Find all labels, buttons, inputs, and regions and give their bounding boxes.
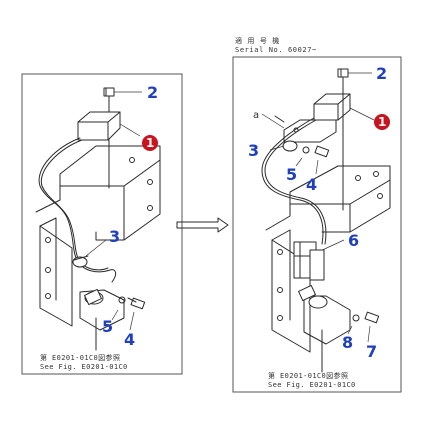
left-caption-en: See Fig. E0201-01C0 [40, 363, 128, 371]
left-bolt-4 [127, 297, 146, 331]
right-bolt-7 [364, 311, 380, 343]
left-panel: 2 1 3 5 4 第 E0201-01C0図参照 See Fig. E0201… [21, 73, 183, 375]
left-washer-5 [111, 296, 126, 321]
left-callout-3: 3 [109, 227, 120, 246]
left-callout-1: 1 [146, 136, 154, 150]
right-callout-1: 1 [378, 115, 386, 129]
left-bolt-2 [103, 87, 142, 113]
right-washer-8 [347, 314, 360, 335]
right-header-serial: Serial No. 60027~ [235, 46, 317, 54]
right-caption-jp: 第 E0201-01C0図参照 [268, 371, 348, 380]
right-bolt-4 [314, 145, 330, 175]
right-caption-en: See Fig. E0201-01C0 [268, 381, 356, 389]
right-callout-6: 6 [348, 231, 359, 250]
right-header-jp: 適 用 号 機 [235, 36, 280, 45]
left-callout-4: 4 [124, 330, 135, 349]
right-lower-bracket [298, 285, 351, 373]
right-bracket-plate [265, 93, 391, 233]
left-callout-1-badge [142, 135, 158, 151]
left-switch-1 [77, 111, 141, 141]
left-callout-2: 2 [147, 83, 158, 102]
left-callout-5: 5 [102, 317, 113, 336]
right-switch-1 [313, 93, 375, 121]
right-callout-4: 4 [306, 175, 317, 194]
right-callout-1-badge [374, 114, 390, 130]
right-bolt-2 [337, 68, 372, 95]
right-wire-harness [261, 117, 324, 245]
left-lower-bracket [79, 289, 125, 351]
right-callout-7: 7 [366, 342, 377, 361]
right-arrow-icon [176, 217, 229, 233]
right-panel: 適 用 号 機 Serial No. 60027~ a [232, 36, 402, 393]
right-callout-3: 3 [248, 141, 259, 160]
right-washer-5 [295, 146, 310, 167]
right-callout-8: 8 [342, 333, 353, 352]
right-callout-2: 2 [376, 64, 387, 83]
left-wire-harness [38, 137, 117, 283]
right-letter-a: a [253, 110, 259, 121]
left-main-panel [39, 217, 73, 327]
right-callout-5: 5 [286, 165, 297, 184]
left-clamp-3 [72, 239, 107, 268]
right-relay-holder [309, 249, 325, 281]
left-bracket-plate [35, 139, 161, 241]
left-caption-jp: 第 E0201-01C0図参照 [40, 353, 120, 362]
